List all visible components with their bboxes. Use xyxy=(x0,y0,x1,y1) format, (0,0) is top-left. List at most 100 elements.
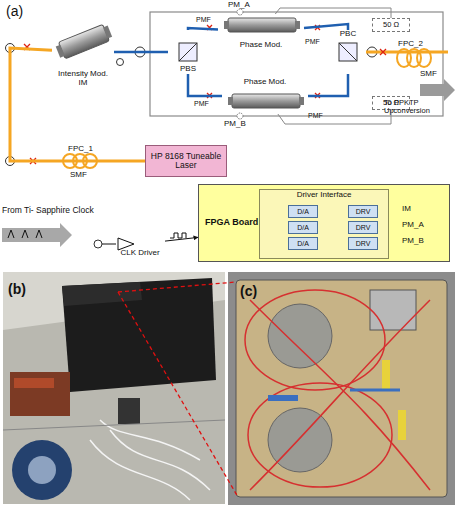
module-photo xyxy=(350,389,400,392)
phase-modulator xyxy=(232,94,300,108)
termination-box: 50 Ω xyxy=(372,18,410,32)
signal-label: IM xyxy=(402,205,411,214)
splitter-node: PBS xyxy=(168,30,208,74)
laser-box: HP 8168 Tuneable Laser xyxy=(145,145,227,177)
connector-mark xyxy=(315,93,320,98)
clock-input xyxy=(2,223,72,247)
signal-label: To PPKTP Upconversion xyxy=(384,99,454,116)
module-photo xyxy=(228,272,455,505)
output-fiber xyxy=(420,79,455,101)
input-fiber-coil xyxy=(63,154,97,168)
node-text: PBC xyxy=(340,30,356,39)
lab-photo xyxy=(62,282,142,306)
module-photo xyxy=(382,360,390,390)
signal-label: PM_A xyxy=(228,1,250,10)
panel-letter: (a) xyxy=(6,4,19,19)
node-text: Intensity Mod. xyxy=(58,70,108,79)
beam-splitter-cube xyxy=(339,43,357,61)
fiber-circulator xyxy=(6,157,15,166)
amplifier-symbol xyxy=(118,238,134,250)
intensity-modulator xyxy=(55,23,114,61)
fiber-link xyxy=(188,28,218,30)
node-text: HP 8168 Tuneable Laser xyxy=(148,152,224,171)
node-text: Driver Interface xyxy=(297,191,352,200)
panel-letter: (b) xyxy=(8,282,26,297)
lab-photo xyxy=(28,456,56,484)
zoom-leader xyxy=(118,282,238,497)
signal-label: PMF xyxy=(196,16,211,24)
clock-input xyxy=(170,233,186,238)
lab-photo xyxy=(62,278,216,392)
module-photo xyxy=(236,280,447,497)
lab-photo xyxy=(3,272,225,504)
connector-mark xyxy=(30,158,36,164)
signal-label: PMF xyxy=(308,112,323,120)
lab-photo xyxy=(118,398,140,424)
clock-input xyxy=(2,223,186,248)
fiber-circulator xyxy=(117,59,124,66)
node-text: DRV xyxy=(356,208,371,216)
node-text: 50 Ω xyxy=(383,21,399,29)
driver-box: DRV xyxy=(348,237,378,250)
lab-photo xyxy=(12,440,72,500)
module-photo xyxy=(370,290,416,330)
connector-mark xyxy=(315,25,320,30)
modulator-frame xyxy=(237,113,243,119)
converter-box: D/A xyxy=(288,205,318,218)
module-photo xyxy=(268,304,332,368)
modulator-node: Phase Mod. xyxy=(222,78,308,114)
driver-box: DRV xyxy=(348,205,378,218)
interface-box: Driver InterfaceD/AD/AD/ADRVDRVDRV xyxy=(259,189,389,259)
fiber-circulator xyxy=(6,44,15,53)
node-text: D/A xyxy=(297,208,309,216)
phase-modulator xyxy=(295,21,300,29)
zoom-leader xyxy=(118,292,238,497)
node-text: Phase Mod. xyxy=(240,41,283,50)
zoom-leader xyxy=(118,282,236,292)
output-fiber xyxy=(417,49,431,67)
module-photo xyxy=(250,300,430,490)
clock-input xyxy=(94,240,102,248)
intensity-modulator xyxy=(58,24,109,59)
signal-label: SMF xyxy=(420,70,437,79)
clock-driver: CLK Driver xyxy=(115,230,165,258)
lab-photo xyxy=(90,420,210,500)
connector-mark xyxy=(207,93,212,98)
connector-mark xyxy=(24,25,386,164)
phase-modulator xyxy=(228,97,233,105)
modulator-node: Intensity Mod.IM xyxy=(52,16,114,88)
lab-photo xyxy=(14,378,54,388)
clock-input xyxy=(8,230,42,238)
signal-link xyxy=(275,8,391,18)
beam-splitter-cube xyxy=(339,43,357,61)
signal-label: PM_A xyxy=(402,221,424,230)
node-text: Phase Mod. xyxy=(244,78,287,87)
node-text: IM xyxy=(79,79,88,88)
connector-mark xyxy=(380,49,386,55)
driver-box: DRV xyxy=(348,221,378,234)
connector-mark xyxy=(24,44,30,50)
intensity-modulator xyxy=(103,26,112,39)
signal-label: PM_B xyxy=(402,237,424,246)
phase-modulator xyxy=(299,97,304,105)
node-text: DRV xyxy=(356,240,371,248)
lab-photo xyxy=(10,372,70,416)
lab-photo xyxy=(3,272,225,504)
module-photo xyxy=(398,410,406,440)
signal-label: PMF xyxy=(194,100,209,108)
converter-box: D/A xyxy=(288,221,318,234)
connector-mark xyxy=(207,25,212,30)
fiber-link xyxy=(10,48,145,161)
signal-label: FPC_1 xyxy=(68,145,93,154)
node-text: DRV xyxy=(356,224,371,232)
lab-photo xyxy=(3,420,225,430)
modulator-node: Phase Mod. xyxy=(218,14,304,50)
signal-link xyxy=(165,237,198,241)
intensity-modulator xyxy=(56,45,65,58)
phase-modulator xyxy=(224,21,229,29)
signal-label: From Ti- Sapphire Clock xyxy=(2,206,94,215)
phase-modulator xyxy=(228,18,296,32)
signal-label: FPC_2 xyxy=(398,40,423,49)
beam-splitter-cube xyxy=(179,43,197,61)
